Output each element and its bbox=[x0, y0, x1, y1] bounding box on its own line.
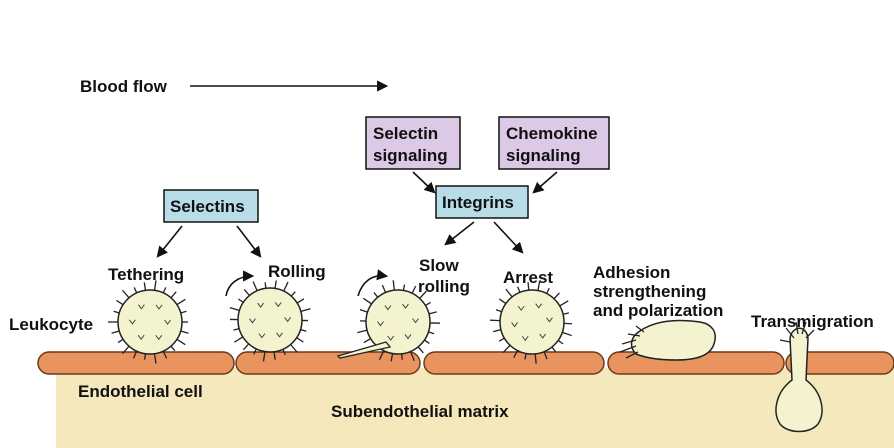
leukocytes bbox=[108, 280, 572, 364]
rolling-tether bbox=[336, 341, 392, 359]
leukocyte-slow-rolling bbox=[357, 280, 441, 362]
step-slow-rolling: Slow bbox=[419, 256, 459, 275]
selectin-signaling-box: Selectin signaling bbox=[365, 116, 461, 170]
transmigrating-leukocyte bbox=[775, 327, 823, 433]
selectins-box: Selectins bbox=[163, 189, 259, 223]
step-transmigration: Transmigration bbox=[751, 312, 874, 331]
endothelial-cell-label: Endothelial cell bbox=[78, 382, 203, 401]
leukocyte-label: Leukocyte bbox=[9, 315, 93, 334]
step-arrest: Arrest bbox=[503, 268, 553, 287]
svg-text:Selectins: Selectins bbox=[170, 197, 245, 216]
blood-flow-label: Blood flow bbox=[80, 77, 168, 96]
svg-text:Integrins: Integrins bbox=[442, 193, 514, 212]
arrow-selectins-to-tethering bbox=[156, 225, 183, 258]
transmigrating-leukocyte-pseudopods bbox=[779, 321, 815, 343]
step-slow-rolling-2: rolling bbox=[418, 277, 470, 296]
step-adhesion-3: and polarization bbox=[593, 301, 723, 320]
endothelial-cell bbox=[423, 351, 605, 375]
svg-text:Selectin: Selectin bbox=[373, 124, 438, 143]
polarized-leukocyte-pseudopods bbox=[619, 325, 645, 359]
endothelial-layer bbox=[37, 351, 894, 375]
step-tethering: Tethering bbox=[108, 265, 184, 284]
leukocyte-arrest bbox=[490, 280, 572, 364]
polarized-leukocyte bbox=[630, 319, 716, 361]
integrins-box: Integrins bbox=[435, 185, 529, 219]
leukocyte-tethering bbox=[108, 280, 189, 364]
step-adhesion: Adhesion bbox=[593, 263, 670, 282]
arrow-selectins-to-rolling bbox=[236, 225, 262, 258]
chemokine-signaling-box: Chemokine signaling bbox=[498, 116, 610, 170]
slow-rolling-motion-arrow bbox=[357, 269, 389, 297]
subendothelial-matrix bbox=[56, 368, 894, 448]
step-adhesion-2: strengthening bbox=[593, 282, 706, 301]
rolling-motion-arrow bbox=[225, 270, 255, 297]
subendothelial-matrix-label: Subendothelial matrix bbox=[331, 402, 509, 421]
arrow-chemokine-to-integrins bbox=[532, 171, 558, 194]
endothelial-cell bbox=[235, 351, 421, 375]
endothelial-cell bbox=[785, 351, 894, 375]
leukocyte-rolling bbox=[229, 280, 311, 362]
pathway-arrows bbox=[156, 171, 558, 297]
step-rolling: Rolling bbox=[268, 262, 326, 281]
arrow-signaling-to-integrins bbox=[412, 171, 436, 194]
arrow-integrins-to-arrest bbox=[493, 221, 524, 254]
endothelial-cell bbox=[37, 351, 235, 375]
arrow-integrins-to-slow-rolling bbox=[444, 221, 475, 246]
svg-text:Chemokine: Chemokine bbox=[506, 124, 598, 143]
svg-text:signaling: signaling bbox=[373, 146, 448, 165]
svg-text:signaling: signaling bbox=[506, 146, 581, 165]
